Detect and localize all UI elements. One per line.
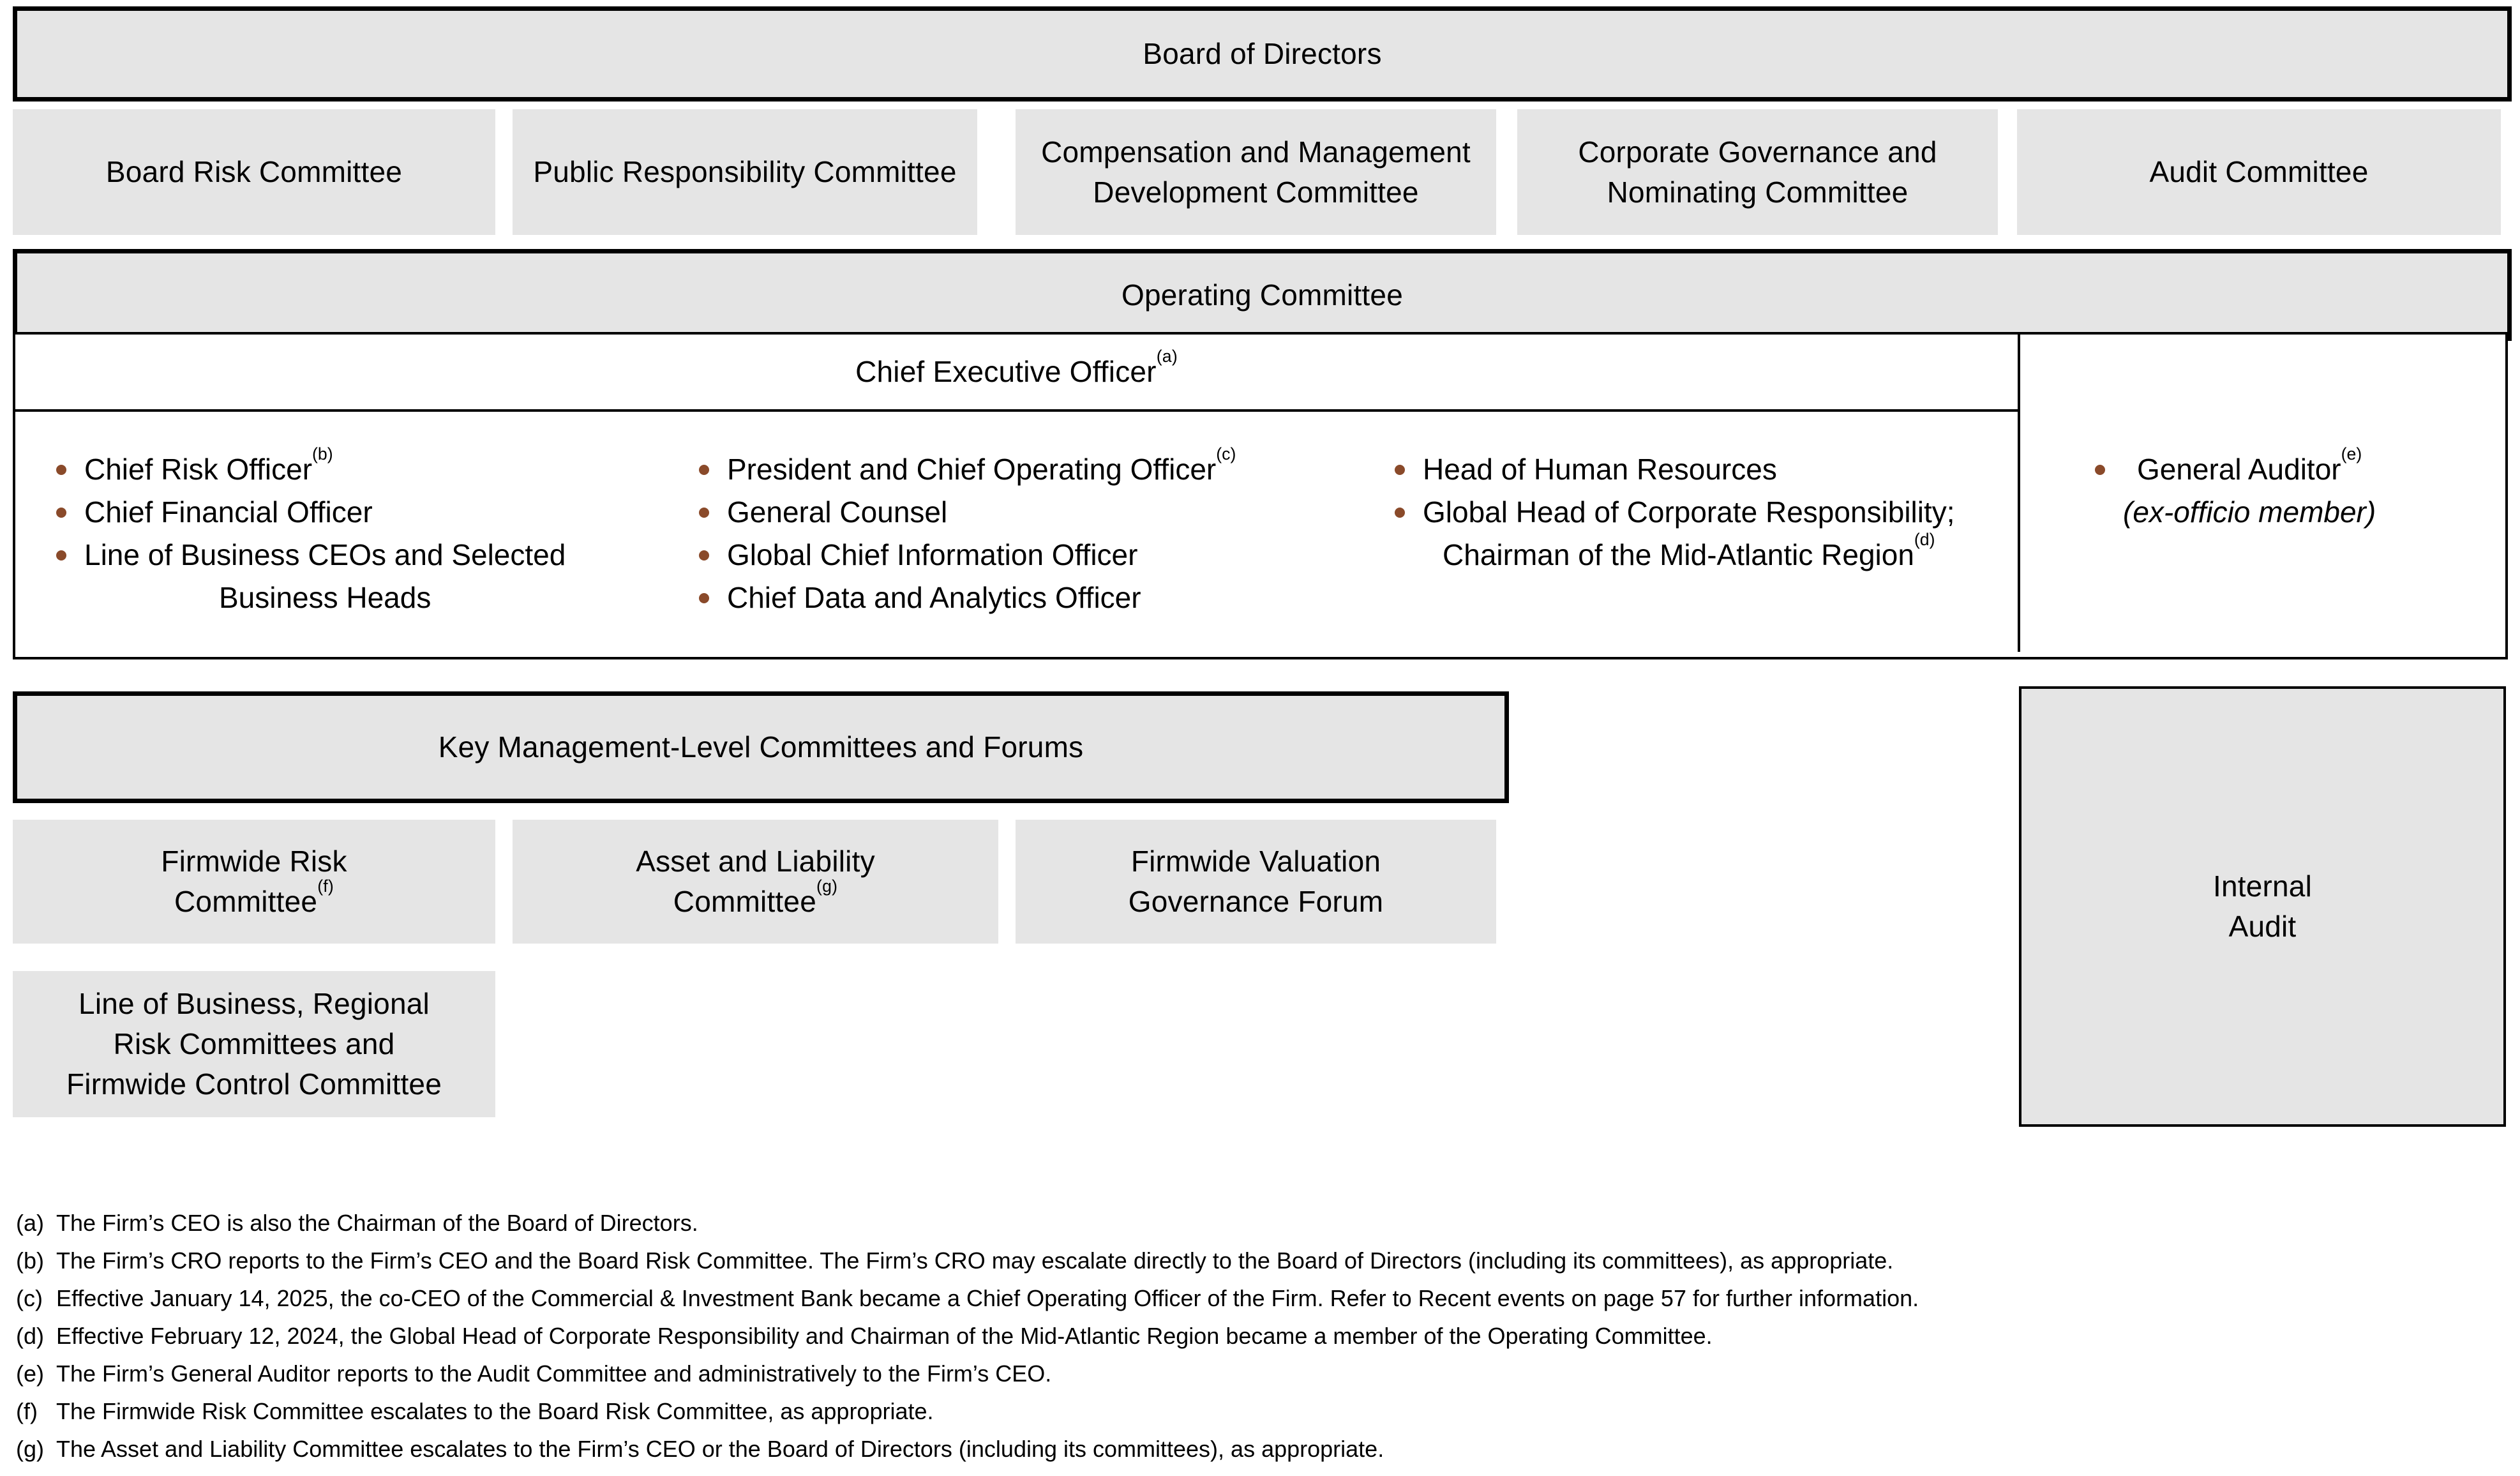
internal-audit-box: Internal Audit [2019,686,2506,1127]
footnote-ref-a: (a) [1156,347,1178,366]
footnote-ref-c: (c) [1216,444,1236,463]
bullet-icon [1395,508,1405,518]
footnote-ref-f: (f) [317,877,334,896]
member-label: Chief Risk Officer(b) [84,444,333,486]
member-label: Chief Financial Officer [84,495,373,529]
footnote-text: Effective January 14, 2025, the co-CEO o… [56,1285,1919,1311]
footnote-marker: (f) [16,1398,38,1424]
footnote-ref-d: (d) [1914,530,1935,549]
footnote-marker: (g) [16,1436,44,1462]
board-of-directors-label: Board of Directors [1143,37,1382,70]
list-item-chief-data-analytics-officer: Chief Data and Analytics Officer [699,576,1236,619]
line-of-business-risk-committees-box: Line of Business, Regional Risk Committe… [13,971,495,1117]
member-label: General Counsel [727,495,948,529]
firmwide-valuation-governance-forum-label: Firmwide Valuation Governance Forum [1128,845,1384,918]
list-item-line-of-business-ceos: Line of Business CEOs and Selected Busin… [56,534,566,619]
member-label: Line of Business CEOs and Selected [84,538,566,571]
footnote-marker: (d) [16,1323,44,1349]
list-item-chief-financial-officer: Chief Financial Officer [56,491,566,534]
footnote-ref-e: (e) [2341,444,2362,463]
member-label-line2: Business Heads [218,581,431,614]
ex-officio-note: (ex-officio member) [2123,495,2376,529]
footnote-ref-g: (g) [816,877,838,896]
footnote-text: The Asset and Liability Committee escala… [56,1436,1384,1462]
corporate-governance-nominating-committee-label: Corporate Governance and Nominating Comm… [1578,135,1937,209]
footnote-marker: (c) [16,1285,43,1311]
footnote-d: (d) Effective February 12, 2024, the Glo… [16,1317,2509,1355]
footnote-e: (e) The Firm’s General Auditor reports t… [16,1355,2509,1392]
bullet-icon [699,465,709,475]
firmwide-valuation-governance-forum-box: Firmwide Valuation Governance Forum [1016,820,1496,944]
footnote-ref-b: (b) [312,444,333,463]
ceo-title: Chief Executive Officer(a) [855,347,1178,388]
footnote-marker: (e) [16,1360,44,1387]
ceo-title-row: Chief Executive Officer(a) [15,335,2018,412]
member-label: Global Head of Corporate Responsibility; [1423,495,1955,529]
member-label: President and Chief Operating Officer(c) [727,444,1236,486]
compensation-management-development-committee-label: Compensation and Management Development … [1041,135,1471,209]
bullet-icon [56,465,66,475]
asset-liability-committee-label: Asset and Liability Committee(g) [636,845,875,918]
public-responsibility-committee-label: Public Responsibility Committee [533,155,957,188]
public-responsibility-committee-box: Public Responsibility Committee [513,109,977,235]
member-label: General Auditor(e) [2136,444,2362,486]
member-label: Head of Human Resources [1423,453,1777,486]
audit-committee-box: Audit Committee [2017,109,2501,235]
list-item-general-counsel: General Counsel [699,491,1236,534]
footnote-c: (c) Effective January 14, 2025, the co-C… [16,1279,2509,1317]
board-risk-committee-box: Board Risk Committee [13,109,495,235]
member-label-line2: Chairman of the Mid-Atlantic Region(d) [1443,530,1935,571]
line-of-business-risk-committees-label: Line of Business, Regional Risk Committe… [66,987,442,1101]
footnote-b: (b) The Firm’s CRO reports to the Firm’s… [16,1242,2509,1279]
list-item-general-auditor: General Auditor(e) (ex-officio member) [2095,444,2376,534]
bullet-icon [56,550,66,561]
footnotes: (a) The Firm’s CEO is also the Chairman … [16,1204,2509,1468]
footnote-text: The Firm’s CEO is also the Chairman of t… [56,1210,698,1236]
firmwide-risk-committee-label: Firmwide Risk Committee(f) [161,845,347,918]
list-item-president-coo: President and Chief Operating Officer(c) [699,444,1236,491]
corporate-governance-nominating-committee-box: Corporate Governance and Nominating Comm… [1517,109,1998,235]
bullet-icon [699,550,709,561]
bullet-icon [56,508,66,518]
footnote-marker: (a) [16,1210,44,1236]
footnote-a: (a) The Firm’s CEO is also the Chairman … [16,1204,2509,1242]
list-item-chief-risk-officer: Chief Risk Officer(b) [56,444,566,491]
compensation-management-development-committee-box: Compensation and Management Development … [1016,109,1496,235]
bullet-icon [699,508,709,518]
member-label: Global Chief Information Officer [727,538,1138,571]
board-of-directors-box: Board of Directors [13,6,2512,102]
key-management-committees-header-box: Key Management-Level Committees and Foru… [13,691,1509,803]
internal-audit-label: Internal Audit [2212,870,2313,943]
list-item-global-head-corporate-responsibility: Global Head of Corporate Responsibility;… [1395,491,1955,576]
general-auditor-divider [2018,335,2020,652]
oc-members-column-3: Head of Human Resources Global Head of C… [1395,448,1955,576]
asset-liability-committee-box: Asset and Liability Committee(g) [513,820,998,944]
footnote-text: The Firm’s CRO reports to the Firm’s CEO… [56,1247,1894,1274]
footnote-text: The Firmwide Risk Committee escalates to… [56,1398,934,1424]
key-management-committees-label: Key Management-Level Committees and Foru… [438,730,1084,764]
board-risk-committee-label: Board Risk Committee [105,155,403,188]
oc-members-column-1: Chief Risk Officer(b) Chief Financial Of… [56,444,566,619]
footnote-g: (g) The Asset and Liability Committee es… [16,1430,2509,1468]
footnote-text: The Firm’s General Auditor reports to th… [56,1360,1052,1387]
bullet-icon [1395,465,1405,475]
list-item-head-of-human-resources: Head of Human Resources [1395,448,1955,491]
member-label: Chief Data and Analytics Officer [727,581,1141,614]
footnote-text: Effective February 12, 2024, the Global … [56,1323,1713,1349]
bullet-icon [699,593,709,603]
footnote-f: (f) The Firmwide Risk Committee escalate… [16,1392,2509,1430]
operating-committee-header-box: Operating Committee [13,249,2512,341]
operating-committee-members-box: Chief Executive Officer(a) Chief Risk Of… [13,332,2508,659]
firmwide-risk-committee-box: Firmwide Risk Committee(f) [13,820,495,944]
bullet-icon [2095,465,2105,475]
audit-committee-label: Audit Committee [2149,155,2369,188]
oc-members-column-2: President and Chief Operating Officer(c)… [699,444,1236,619]
footnote-marker: (b) [16,1247,44,1274]
list-item-global-cio: Global Chief Information Officer [699,534,1236,576]
operating-committee-label: Operating Committee [1121,278,1403,312]
general-auditor-column: General Auditor(e) (ex-officio member) [2095,444,2376,534]
